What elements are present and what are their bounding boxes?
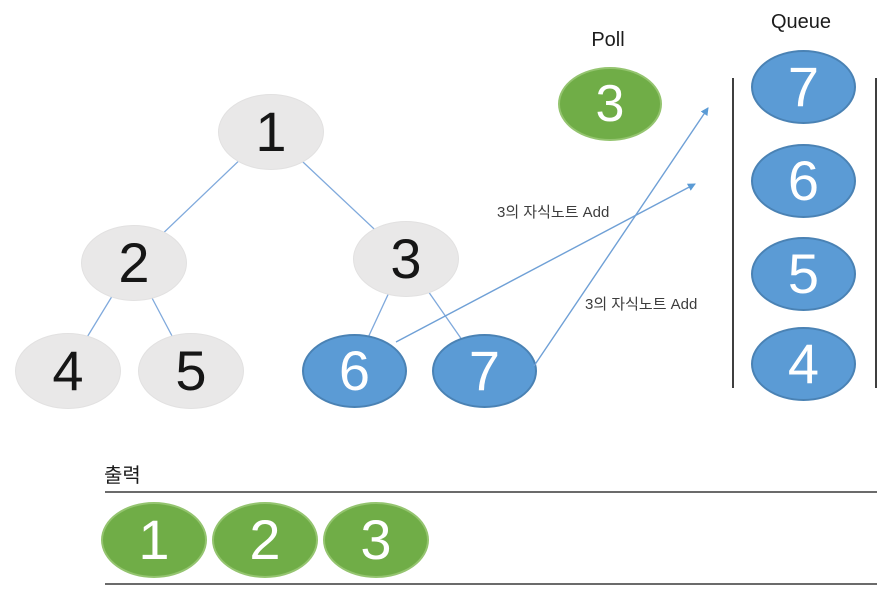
- add-children-label-top: 3의 자식노트 Add: [497, 204, 610, 221]
- add-children-label-bottom: 3의 자식노트 Add: [585, 296, 698, 313]
- tree-node-6: 6: [302, 334, 407, 408]
- output-top-line: [105, 491, 877, 493]
- poll-node: 3: [558, 67, 662, 141]
- arrow-node6-to-queue: [395, 183, 696, 343]
- output-title: 출력: [104, 465, 141, 487]
- tree-node-7: 7: [432, 334, 537, 408]
- poll-title: Poll: [591, 29, 625, 51]
- queue-item-5: 5: [751, 237, 856, 311]
- output-item-3: 3: [323, 502, 429, 578]
- tree-node-4: 4: [15, 333, 121, 409]
- arrow-node7-to-queue: [533, 107, 709, 367]
- tree-node-2: 2: [81, 225, 187, 301]
- tree-node-3: 3: [353, 221, 459, 297]
- tree-node-5: 5: [138, 333, 244, 409]
- output-item-2: 2: [212, 502, 318, 578]
- queue-item-7: 7: [751, 50, 856, 124]
- queue-title: Queue: [770, 11, 832, 33]
- queue-item-4: 4: [751, 327, 856, 401]
- queue-left-bracket-line: [732, 78, 734, 388]
- queue-item-6: 6: [751, 144, 856, 218]
- output-item-1: 1: [101, 502, 207, 578]
- output-bottom-line: [105, 583, 877, 585]
- tree-node-1: 1: [218, 94, 324, 170]
- queue-right-bracket-line: [875, 78, 877, 388]
